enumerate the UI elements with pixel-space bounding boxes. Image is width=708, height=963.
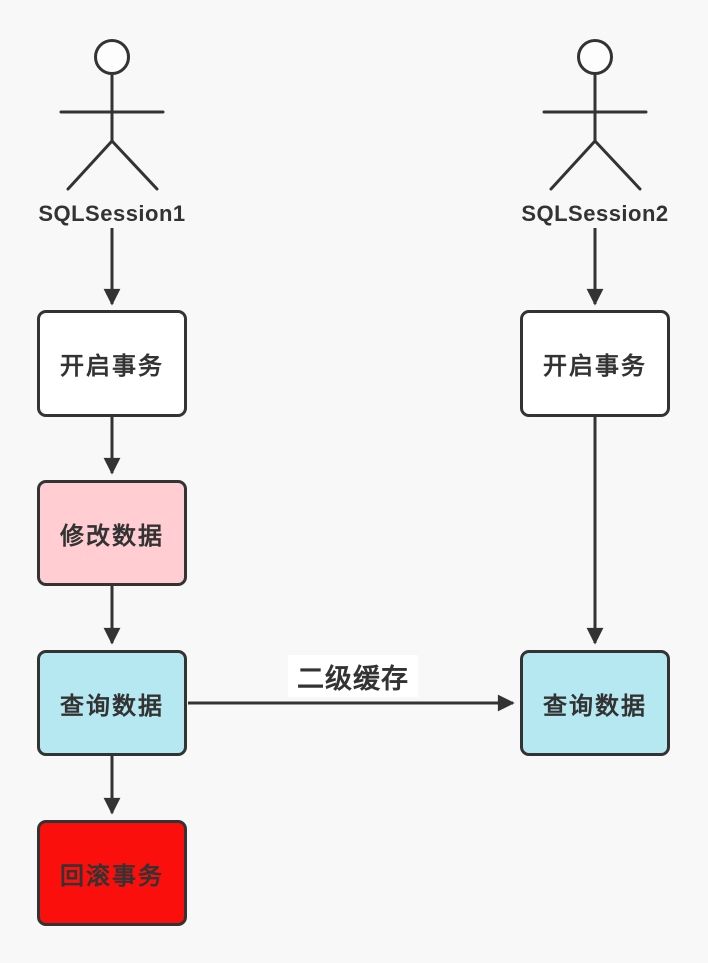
actor-figure-sqlsession2 <box>542 39 648 191</box>
node-session2-query-data: 查询数据 <box>520 650 670 756</box>
node-label: 回滚事务 <box>60 862 164 890</box>
node-session1-begin-transaction: 开启事务 <box>37 310 187 417</box>
edge-label-second-level-cache: 二级缓存 <box>288 655 418 697</box>
actor-head-icon <box>577 39 613 75</box>
actor-figure-sqlsession1 <box>59 39 165 191</box>
node-label: 修改数据 <box>60 522 164 550</box>
actor-right-leg-line <box>593 139 642 191</box>
actor-head-icon <box>94 39 130 75</box>
connector-arrows <box>103 228 604 815</box>
actor-label-sqlsession2: SQLSession2 <box>521 201 669 226</box>
actor-left-leg-line <box>549 139 597 191</box>
node-session1-rollback-transaction: 回滚事务 <box>37 820 187 926</box>
actor-label-sqlsession1: SQLSession1 <box>38 201 186 226</box>
node-session1-update-data: 修改数据 <box>37 480 187 586</box>
actor-left-leg-line <box>66 139 114 191</box>
node-label: 查询数据 <box>60 692 164 720</box>
node-session2-begin-transaction: 开启事务 <box>520 310 670 417</box>
node-label: 开启事务 <box>543 353 647 380</box>
node-label: 开启事务 <box>60 353 164 380</box>
actor-right-leg-line <box>110 139 159 191</box>
node-label: 查询数据 <box>543 692 647 720</box>
node-session1-query-data: 查询数据 <box>37 650 187 756</box>
